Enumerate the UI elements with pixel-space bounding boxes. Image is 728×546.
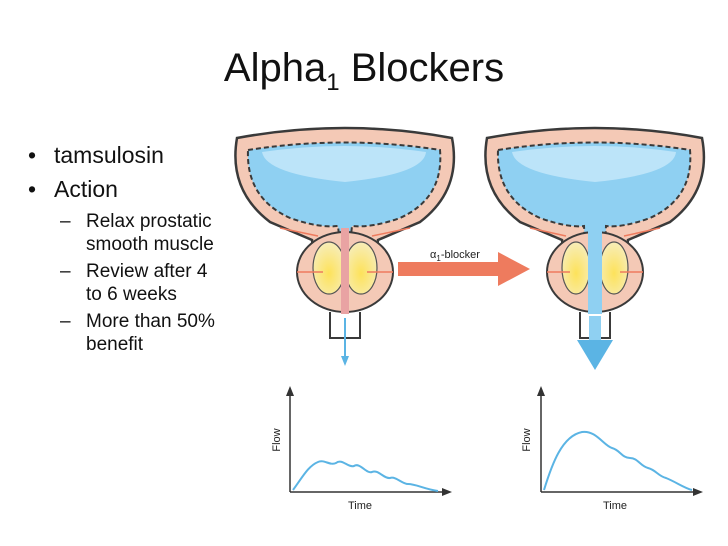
sub-bullet-list: –Relax prostatic smooth muscle –Review a… xyxy=(60,210,228,356)
bullet-list: •tamsulosin •Action –Relax prostatic smo… xyxy=(28,138,228,356)
graph-ylabel: Flow xyxy=(521,428,533,451)
graph-xlabel: Time xyxy=(603,500,627,512)
slide-title: Alpha1 Blockers xyxy=(223,46,505,96)
sub-bullet-item: –More than 50% benefit xyxy=(60,311,215,355)
alpha-blocker-arrow xyxy=(398,252,530,286)
urethra-before xyxy=(329,312,361,366)
sub-bullet-item: –Review after 4 to 6 weeks xyxy=(60,261,208,305)
graph-ylabel: Flow xyxy=(271,428,283,451)
prostate-before xyxy=(279,227,411,314)
graph-xlabel: Time xyxy=(348,500,372,512)
flow-graph-before: Flow Time xyxy=(271,386,452,512)
flow-graph-after: Flow Time xyxy=(521,386,703,512)
urethra-after xyxy=(577,312,613,370)
arrow-label: α1-blocker xyxy=(430,249,480,263)
bullet-item: •tamsulosin xyxy=(28,142,164,168)
bullet-item: •Action xyxy=(28,176,118,202)
sub-bullet-item: –Relax prostatic smooth muscle xyxy=(60,211,214,255)
prostate-after xyxy=(529,227,661,314)
